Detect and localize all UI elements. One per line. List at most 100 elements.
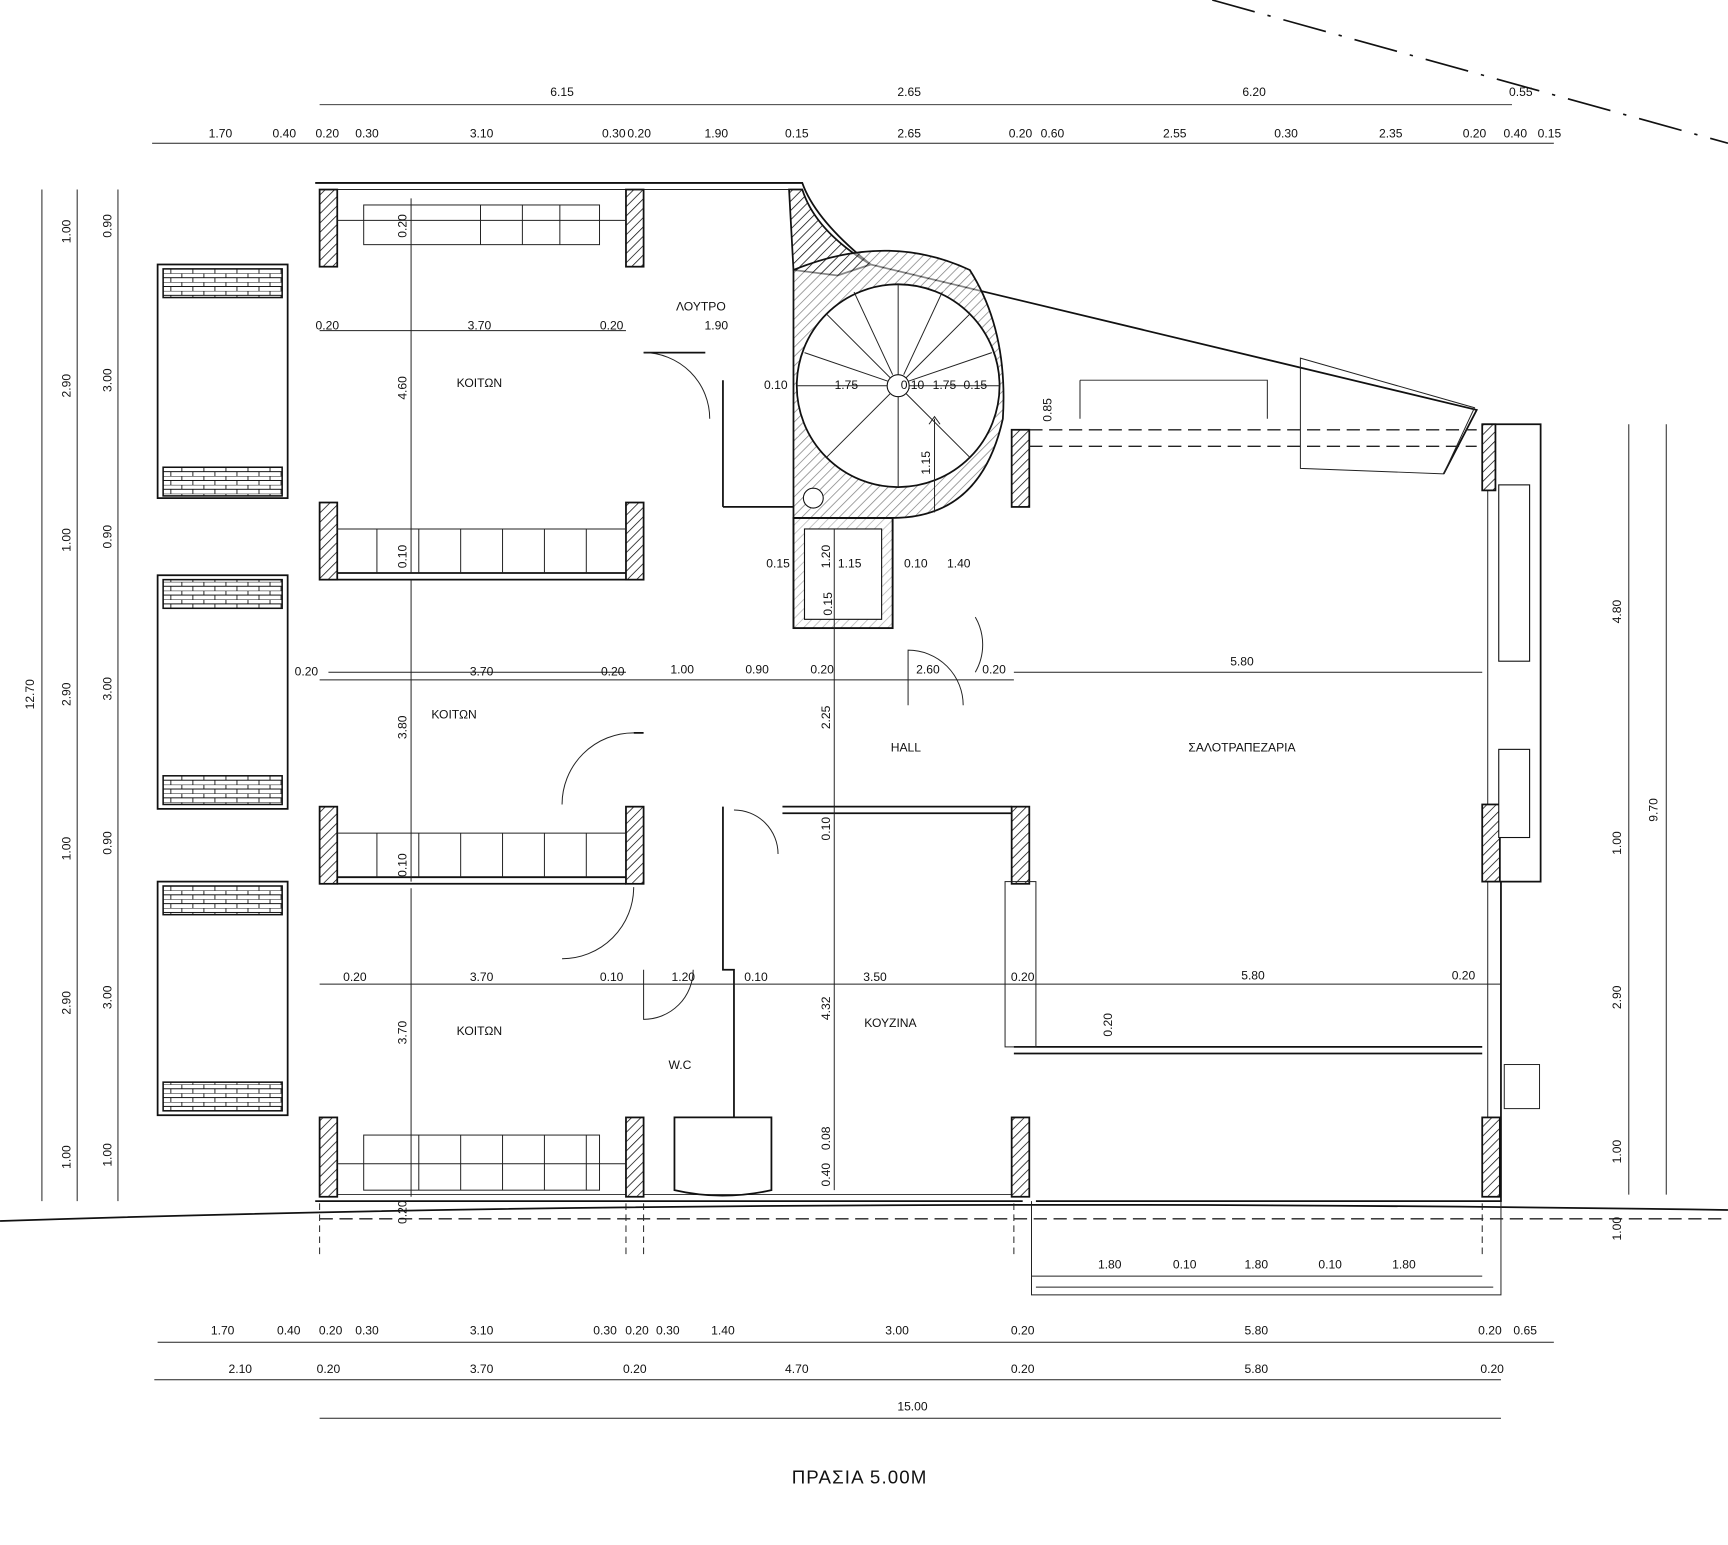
top-dimensions: 6.15 2.65 6.20 0.55 1.70 0.40 0.20 0.30 … [209, 85, 1562, 141]
dim-label: 0.20 [625, 1324, 649, 1338]
dim-label: 0.15 [766, 557, 790, 571]
dim-label: 3.00 [100, 985, 114, 1009]
dim-label: 0.20 [316, 127, 340, 141]
dim-label: 3.70 [470, 970, 494, 984]
street-line [0, 1203, 1728, 1222]
dim-label: 3.70 [470, 1362, 494, 1376]
dim-label: 1.00 [60, 528, 74, 552]
room-label-hall: HALL [891, 741, 922, 755]
dim-label: 6.20 [1242, 85, 1266, 99]
dim-label: 2.10 [228, 1362, 252, 1376]
dim-label: 1.20 [671, 970, 695, 984]
dim-label: 0.20 [396, 1200, 410, 1224]
dim-label: 0.20 [295, 665, 319, 679]
dim-label: 2.55 [1163, 127, 1187, 141]
dim-label: 3.70 [396, 1021, 410, 1045]
dim-label: 0.60 [1041, 127, 1065, 141]
dim-label: 5.80 [1245, 1362, 1269, 1376]
dim-label: 3.00 [100, 368, 114, 392]
dim-label: 0.20 [343, 970, 367, 984]
dim-label: 0.20 [1463, 127, 1487, 141]
dim-label: 6.15 [550, 85, 574, 99]
dim-label: 0.20 [600, 318, 624, 332]
dim-label: 1.00 [100, 1143, 114, 1167]
dim-label: 3.70 [468, 318, 492, 332]
dim-label: 0.30 [656, 1324, 680, 1338]
dim-label: 0.20 [1480, 1362, 1504, 1376]
dim-label: 1.40 [947, 557, 971, 571]
dim-label: 2.90 [60, 682, 74, 706]
dim-label: 1.70 [211, 1324, 235, 1338]
dim-label: 0.55 [1509, 85, 1533, 99]
dim-label: 0.30 [1274, 127, 1298, 141]
dim-label: 0.10 [904, 557, 928, 571]
room-labels: ΚΟΙΤΩΝ ΚΟΙΤΩΝ ΚΟΙΤΩΝ ΛΟΥΤΡΟ HALL ΣΑΛΟΤΡΑ… [431, 300, 1296, 1072]
room-label-kitchen: ΚΟΥΖΙΝΑ [864, 1016, 917, 1030]
right-dimensions: 4.80 1.00 2.90 1.00 1.00 9.70 [1610, 600, 1660, 1241]
dim-label: 0.15 [785, 127, 809, 141]
dim-label: 1.90 [705, 127, 729, 141]
dim-label: 0.85 [1040, 398, 1054, 422]
dimension-lines [41, 104, 1667, 1419]
dim-label: 0.15 [821, 592, 835, 616]
dim-label: 4.80 [1610, 600, 1624, 624]
dim-label: 15.00 [897, 1400, 928, 1414]
room-label-bathroom: ΛΟΥΤΡΟ [676, 300, 726, 314]
dim-label: 0.30 [355, 127, 379, 141]
dim-label: 1.15 [919, 451, 933, 475]
dim-label: 0.20 [1452, 969, 1476, 983]
dim-label: 1.00 [60, 1145, 74, 1169]
dim-label: 0.20 [810, 662, 834, 676]
dim-label: 0.90 [100, 214, 114, 238]
room-label-bedroom-3: ΚΟΙΤΩΝ [457, 1024, 502, 1038]
dim-label: 0.10 [1318, 1257, 1342, 1271]
dim-label: 2.90 [1610, 985, 1624, 1009]
dim-label: 1.00 [1610, 1140, 1624, 1164]
dim-label: 2.60 [916, 662, 940, 676]
dim-label: 1.00 [1610, 831, 1624, 855]
dim-label: 2.90 [60, 991, 74, 1015]
dim-label: 3.10 [470, 1324, 494, 1338]
dim-label: 0.10 [600, 970, 624, 984]
dim-label: 1.75 [835, 378, 859, 392]
dim-label: 0.10 [1173, 1257, 1197, 1271]
left-dimensions: 1.00 2.90 1.00 2.90 1.00 2.90 1.00 0.90 … [23, 214, 114, 1169]
dim-label: 0.20 [1011, 1362, 1035, 1376]
bottom-dimensions: 1.70 0.40 0.20 0.30 3.10 0.30 0.20 0.30 … [211, 1324, 1537, 1414]
dim-label: 1.40 [711, 1324, 735, 1338]
dim-label: 3.50 [863, 970, 887, 984]
dim-label: 3.80 [396, 715, 410, 739]
dim-label: 0.10 [744, 970, 768, 984]
dim-label: 1.00 [1610, 1217, 1624, 1241]
dim-label: 0.90 [745, 662, 769, 676]
dim-label: 0.15 [964, 378, 988, 392]
room-label-wc: W.C [669, 1058, 692, 1072]
dim-label: 2.65 [897, 85, 921, 99]
dim-label: 0.40 [273, 127, 297, 141]
balconies [156, 263, 1531, 1117]
dim-label: 0.10 [396, 544, 410, 568]
dim-label: 0.20 [1011, 970, 1035, 984]
dim-label: 0.10 [819, 817, 833, 841]
dim-label: 0.20 [627, 127, 651, 141]
dim-label: 5.80 [1230, 655, 1254, 669]
dim-label: 2.65 [897, 127, 921, 141]
dim-label: 1.20 [819, 544, 833, 568]
dim-label: 1.80 [1098, 1257, 1122, 1271]
dim-label: 0.20 [1101, 1013, 1115, 1037]
dim-label: 9.70 [1646, 798, 1660, 822]
doors [561, 352, 984, 1020]
dim-label: 0.20 [319, 1324, 343, 1338]
dim-label: 0.40 [277, 1324, 301, 1338]
dim-label: 0.30 [602, 127, 626, 141]
dim-label: 0.10 [396, 853, 410, 877]
dim-label: 1.15 [838, 557, 862, 571]
dim-label: 0.20 [316, 318, 340, 332]
room-label-bedroom-2: ΚΟΙΤΩΝ [431, 708, 476, 722]
dim-label: 1.90 [705, 318, 729, 332]
spiral-staircase [792, 249, 1005, 519]
dim-label: 2.25 [819, 705, 833, 729]
dim-label: 0.90 [100, 525, 114, 549]
dim-label: 2.90 [60, 374, 74, 398]
